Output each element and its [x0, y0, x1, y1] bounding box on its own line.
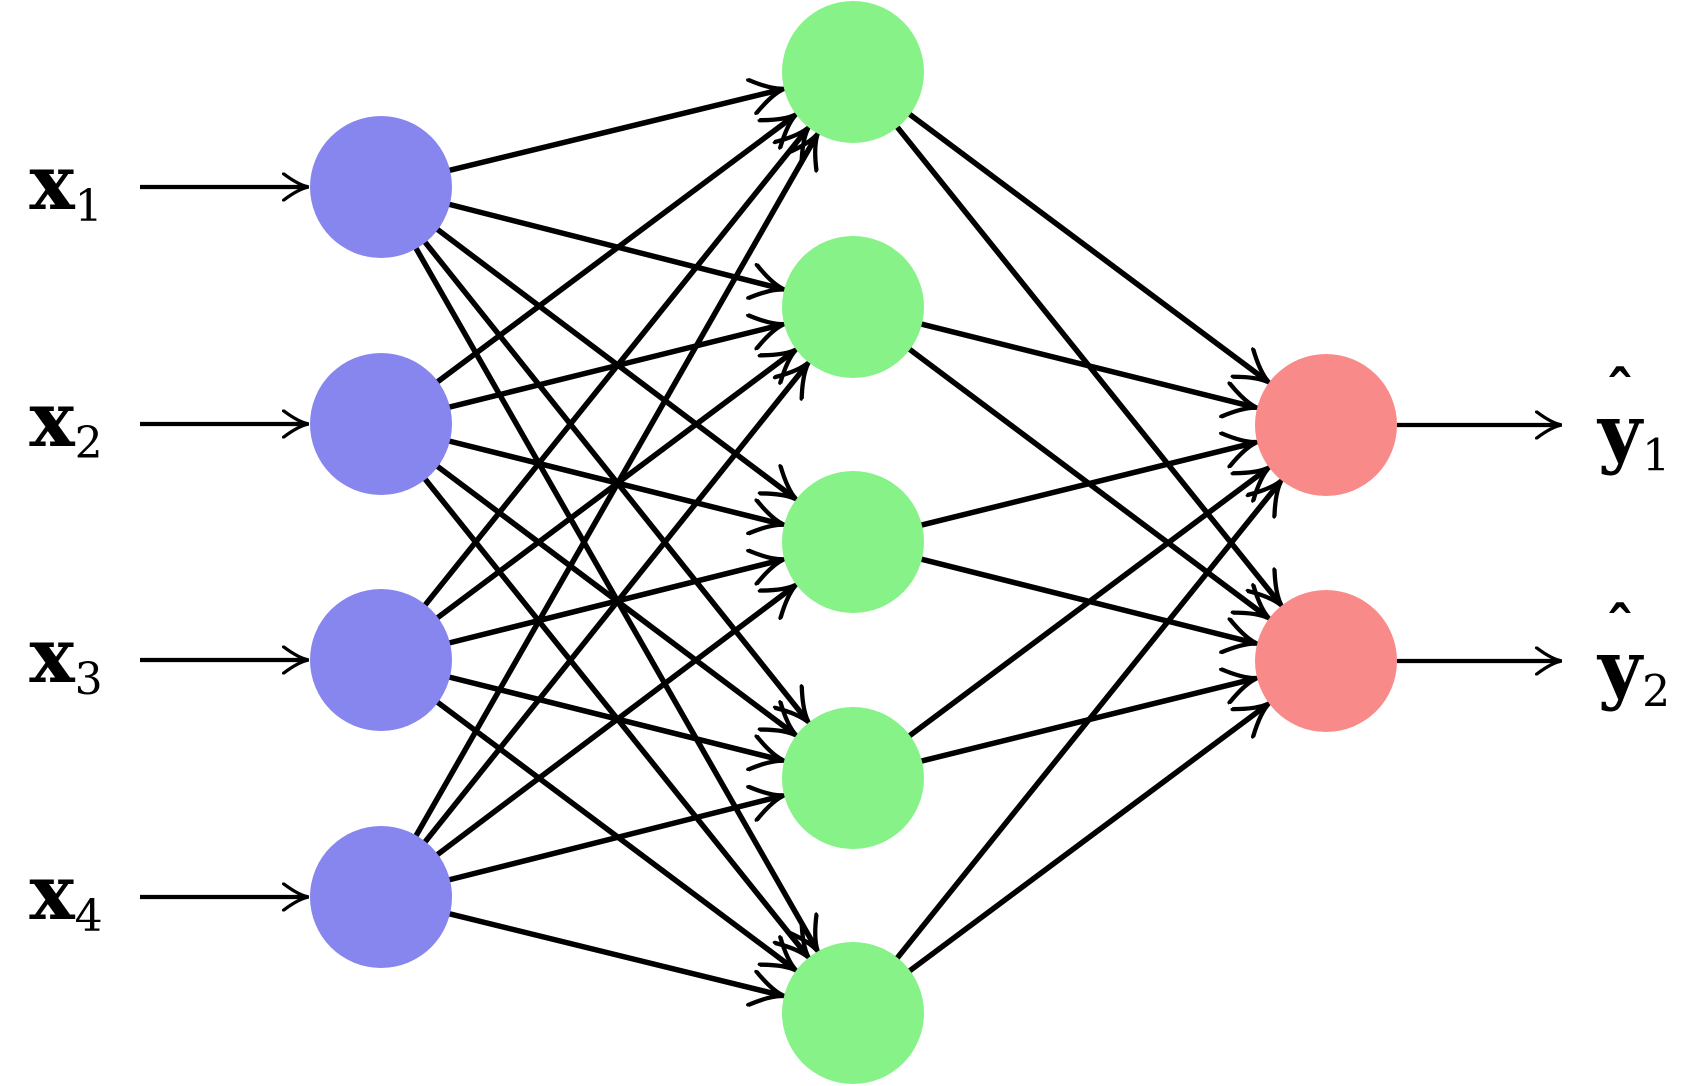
edge-x3-h1: [422, 129, 807, 608]
input-label-x1: x1: [29, 137, 103, 233]
input-label-x3: x3: [29, 610, 103, 706]
edge-x1-h1: [447, 89, 782, 174]
edge-h2-y1: [919, 321, 1255, 408]
output-node-y2: [1255, 590, 1397, 732]
edge-h3-y1: [919, 443, 1255, 529]
edge-x4-h5: [447, 910, 782, 995]
input-label-x4: x4: [29, 847, 103, 943]
hidden-node-h5: [782, 942, 924, 1084]
input-node-x2: [310, 353, 452, 495]
input-node-x4: [310, 826, 452, 968]
edge-h5-y1: [894, 482, 1280, 961]
edges-layer: [412, 89, 1280, 995]
edge-h5-y2: [906, 705, 1267, 975]
input-node-x1: [310, 116, 452, 258]
edge-h4-y1: [906, 469, 1267, 739]
edge-x4-h1: [412, 135, 816, 839]
hidden-node-h1: [782, 1, 924, 143]
hidden-node-h4: [782, 707, 924, 849]
hat-accent: ˆ: [1605, 357, 1635, 428]
edge-x4-h4: [447, 796, 782, 883]
input-label-x2: x2: [29, 374, 103, 470]
edge-h1-y1: [906, 111, 1267, 381]
edge-x2-h1: [434, 116, 794, 385]
hat-accent: ˆ: [1605, 593, 1635, 664]
hidden-node-h2: [782, 236, 924, 378]
edge-x4-h2: [421, 364, 807, 845]
hidden-node-h3: [782, 471, 924, 613]
input-node-x3: [310, 589, 452, 731]
io-arrows-layer: [140, 187, 1560, 897]
nodes-layer: [310, 1, 1397, 1084]
output-node-y1: [1255, 354, 1397, 496]
edge-x4-h3: [434, 586, 795, 858]
